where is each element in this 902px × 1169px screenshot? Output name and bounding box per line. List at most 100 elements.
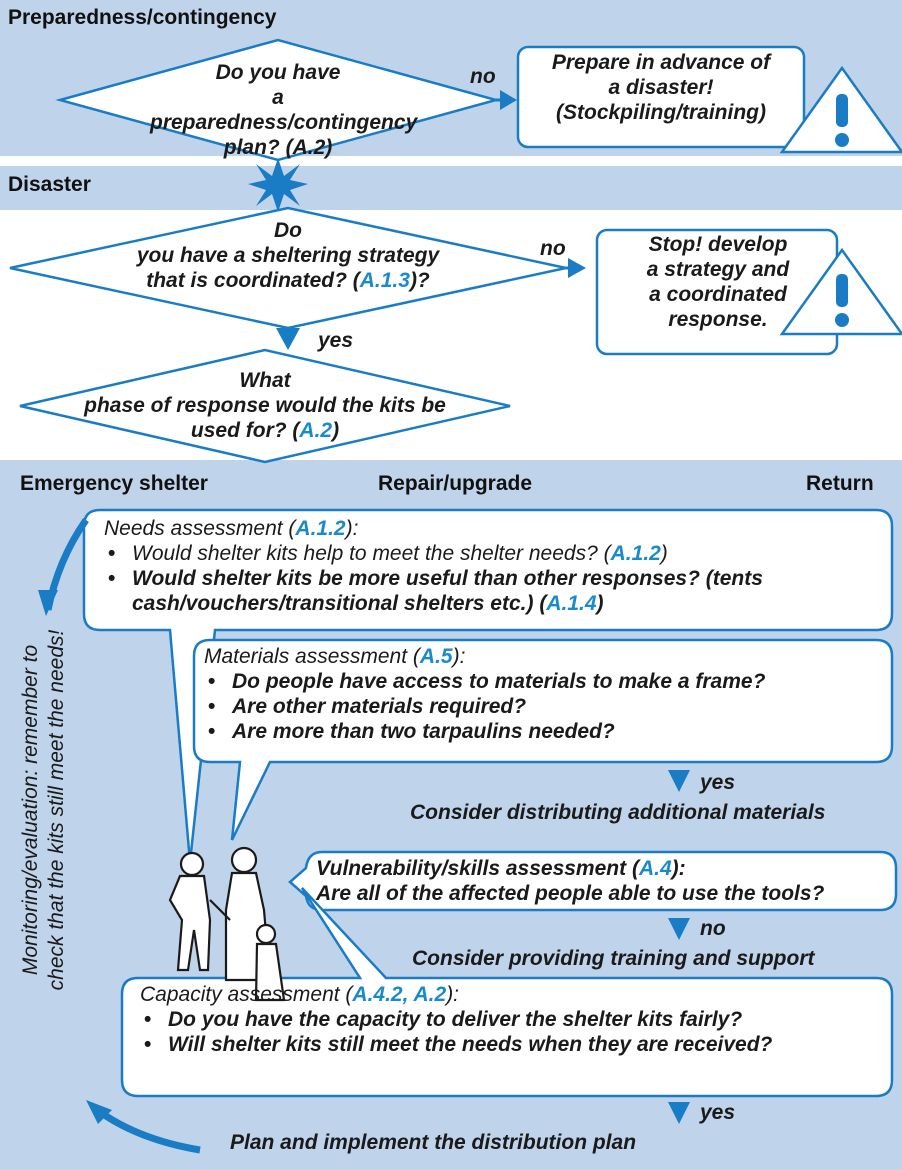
arrow-yes-down-icon (276, 328, 300, 350)
materials-assessment-list: Do people have access to materials to ma… (204, 669, 884, 744)
decision-plan-line: plan? (A.2) (223, 136, 333, 159)
decision-strategy-text-part: that is coordinated? ( (146, 269, 360, 292)
list-item: Would shelter kits help to meet the shel… (104, 541, 884, 566)
vulnerability-title-part: Vulnerability/skills assessment ( (316, 857, 639, 880)
capacity-assessment-text: Capacity assessment (A.4.2, A.2): Do you… (140, 982, 884, 1057)
warning-exclamation-dot (835, 313, 849, 327)
capacity-assessment-title: Capacity assessment (A.4.2, A.2): (140, 982, 884, 1007)
label-no-strategy: no (540, 237, 566, 260)
needs-title-part: ): (345, 517, 359, 540)
monitoring-evaluation-note: Monitoring/evaluation: remember to check… (18, 570, 70, 1050)
outcome-vulnerability: Consider providing training and support (412, 947, 815, 970)
needs-item-text: Would shelter kits be more useful than o… (132, 567, 763, 615)
reference-link[interactable]: A.1.4 (546, 592, 597, 615)
decision-plan-text: Do you have a preparedness/contingency p… (150, 60, 418, 160)
arrow-yes-down-icon (668, 770, 690, 792)
list-item: Do you have the capacity to deliver the … (140, 1007, 884, 1032)
decision-strategy-line: that is coordinated? (A.1.3)? (98, 268, 478, 293)
list-item: Do people have access to materials to ma… (204, 669, 884, 694)
decision-phase-line: What (239, 369, 291, 392)
reference-link[interactable]: A.1.2 (610, 542, 661, 565)
phase-label-repair: Repair/upgrade (378, 472, 533, 495)
decision-plan-line: Do you have (215, 61, 341, 84)
decision-diamond-phase (19, 348, 511, 464)
action-stop-line: a coordinated (649, 283, 787, 306)
monitoring-line: Monitoring/evaluation: remember to (19, 644, 42, 976)
needs-item-text: ) (660, 542, 668, 565)
label-no-vulnerability: no (700, 917, 726, 940)
loop-arrow-bottom (97, 1109, 201, 1154)
arrow-head-icon (86, 1100, 112, 1124)
action-stop-line: Stop! develop (648, 233, 788, 256)
arrow-head-icon (38, 590, 58, 616)
materials-title-part: ): (452, 645, 466, 668)
action-stop-line: response. (668, 308, 768, 331)
phase-label-emergency: Emergency shelter (20, 472, 208, 495)
needs-assessment-list: Would shelter kits help to meet the shel… (104, 541, 884, 616)
people-figures-icon (168, 846, 286, 1002)
warning-exclamation-bar (836, 274, 848, 307)
capacity-title-part: ): (446, 983, 460, 1006)
needs-item-text: Would shelter kits help to meet the shel… (132, 542, 611, 565)
vulnerability-assessment-text: Vulnerability/skills assessment (A.4): A… (316, 856, 892, 906)
disaster-burst-icon (248, 158, 308, 212)
action-box-prepare (516, 45, 806, 149)
needs-assessment-title: Needs assessment (A.1.2): (104, 516, 884, 541)
vulnerability-question: Are all of the affected people able to u… (316, 882, 825, 905)
arrow-head-icon (500, 90, 517, 110)
materials-assessment-text: Materials assessment (A.5): Do people ha… (204, 644, 884, 744)
capacity-title-part: Capacity assessment ( (140, 983, 353, 1006)
label-yes-capacity: yes (700, 1101, 736, 1124)
reference-link[interactable]: A.2 (299, 419, 333, 442)
needs-title-part: Needs assessment ( (104, 517, 296, 540)
action-stop-text: Stop! develop a strategy and a coordinat… (600, 232, 836, 332)
action-prepare-line: Prepare in advance of (551, 51, 771, 74)
action-prepare-line: (Stockpiling/training) (556, 101, 766, 124)
decision-phase-text-part: ) (332, 419, 340, 442)
section-title-preparedness: Preparedness/contingency (8, 6, 277, 29)
disaster-band (0, 166, 902, 210)
monitoring-line: check that the kits still meet the needs… (45, 629, 68, 991)
list-item: Are other materials required? (204, 694, 884, 719)
warning-exclamation-dot (835, 133, 849, 147)
reference-link[interactable]: A.1.2 (295, 517, 346, 540)
phase-label-return: Return (806, 472, 874, 495)
label-yes-materials: yes (700, 771, 736, 794)
reference-link[interactable]: A.5 (419, 645, 453, 668)
decision-strategy-text: Do you have a sheltering strategy that i… (98, 218, 478, 293)
reference-link[interactable]: A.4 (638, 857, 672, 880)
bubble-vulnerability (288, 850, 898, 912)
decision-phase-line: phase of response would the kits be (84, 394, 446, 417)
materials-title-part: Materials assessment ( (204, 645, 420, 668)
list-item: Are more than two tarpaulins needed? (204, 719, 884, 744)
decision-phase-line: used for? (A.2) (80, 418, 450, 443)
decision-strategy-text-part: )? (409, 269, 430, 292)
action-stop-line: a strategy and (646, 258, 790, 281)
arrow-head-icon (568, 258, 586, 278)
list-item: Would shelter kits be more useful than o… (104, 566, 884, 616)
outcome-capacity: Plan and implement the distribution plan (230, 1131, 637, 1154)
capacity-assessment-list: Do you have the capacity to deliver the … (140, 1007, 884, 1057)
needs-item-text: ) (596, 592, 604, 615)
decision-strategy-line: Do (274, 219, 302, 242)
vulnerability-title-part: ): (671, 857, 686, 880)
list-item: Will shelter kits still meet the needs w… (140, 1032, 884, 1057)
decision-strategy-line: you have a sheltering strategy (136, 244, 440, 267)
label-yes-strategy: yes (318, 329, 354, 352)
decision-phase-text: What phase of response would the kits be… (80, 368, 450, 443)
action-prepare-line: a disaster! (608, 76, 714, 99)
arrow-no-down-icon (668, 918, 690, 940)
action-prepare-text: Prepare in advance of a disaster! (Stock… (520, 50, 802, 125)
outcome-materials: Consider distributing additional materia… (410, 801, 826, 824)
needs-assessment-text: Needs assessment (A.1.2): Would shelter … (104, 516, 884, 616)
arrow-yes-down-icon (668, 1102, 690, 1124)
section-title-disaster: Disaster (8, 173, 91, 196)
label-no-plan: no (470, 65, 496, 88)
decision-plan-line: a preparedness/contingency (150, 86, 418, 134)
reference-link[interactable]: A.4.2, A.2 (352, 983, 447, 1006)
decision-phase-text-part: used for? ( (190, 419, 300, 442)
materials-assessment-title: Materials assessment (A.5): (204, 644, 884, 669)
vulnerability-assessment-title: Vulnerability/skills assessment (A.4): (316, 856, 892, 881)
reference-link[interactable]: A.1.3 (359, 269, 410, 292)
warning-exclamation-bar (836, 94, 848, 127)
